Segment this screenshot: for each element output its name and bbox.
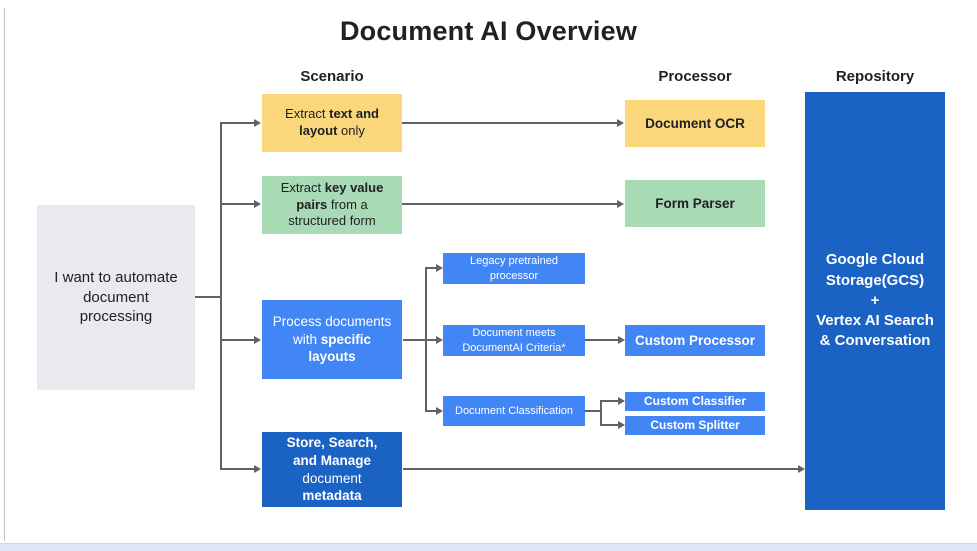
connector-to-custom-splitter — [600, 424, 618, 426]
label-regular: document — [302, 470, 362, 486]
column-header-processor: Processor — [658, 68, 732, 85]
node-label: Document Classification — [455, 404, 573, 417]
arrow-head-specific-layouts — [254, 336, 261, 344]
node-processor-custom-splitter: Custom Splitter — [625, 416, 765, 435]
label-bold: key value pairs — [296, 179, 384, 212]
node-scenario-specific-layouts: Process documents with specific layouts — [262, 300, 402, 379]
node-scenario-extract-key-value: Extract key value pairs from a structure… — [262, 176, 402, 234]
column-header-scenario: Scenario — [300, 68, 364, 85]
footer-strip — [0, 543, 977, 551]
node-label: Custom Processor — [634, 332, 756, 348]
label-regular: only — [337, 123, 365, 138]
page-title: Document AI Overview — [339, 16, 638, 46]
connector-layouts-feed — [403, 339, 426, 341]
node-processor-custom-processor: Custom Processor — [625, 325, 765, 356]
label-bold: Store, Search, and Manage — [286, 435, 378, 468]
node-label: Process documents with specific layouts — [270, 313, 394, 366]
node-label: Extract key value pairs from a structure… — [278, 180, 386, 231]
connector-to-store-search — [220, 468, 254, 470]
connector-to-specific-layouts — [220, 339, 254, 341]
repository-line-2: + — [870, 291, 880, 309]
node-processor-custom-classifier: Custom Classifier — [625, 392, 765, 411]
column-header-repository: Repository — [835, 68, 915, 85]
node-start: I want to automate document processing — [37, 205, 195, 390]
arrow-head-extract-text — [254, 119, 261, 127]
repository-line-3: Vertex AI Search & Conversation — [816, 312, 934, 350]
node-label: Store, Search, and Manage document metad… — [274, 434, 390, 504]
connector-to-extract-kv — [220, 203, 254, 205]
connector-to-criteria — [425, 339, 436, 341]
arrow-head-document-ocr — [617, 119, 624, 127]
arrow-head-criteria — [436, 336, 443, 344]
node-label: Custom Splitter — [650, 417, 740, 432]
connector-to-legacy — [425, 267, 436, 269]
connector-classification-feed — [585, 410, 601, 412]
label-regular: Extract — [285, 106, 330, 122]
node-repository-gcs-vertex: Google Cloud Storage(GCS) + Vertex AI Se… — [805, 92, 945, 510]
arrow-head-custom-processor — [618, 336, 625, 344]
connector-store-to-repository — [403, 468, 798, 470]
repository-line-1: Google Cloud Storage(GCS) — [825, 251, 925, 289]
node-branch-legacy-pretrained: Legacy pretrained processor — [443, 253, 585, 284]
connector-kv-to-form-parser — [402, 203, 617, 205]
connector-to-extract-text — [220, 122, 254, 124]
frame-left-border — [4, 8, 5, 541]
arrow-head-extract-kv — [254, 200, 261, 208]
node-label: Document meets DocumentAI Criteria* — [462, 327, 566, 354]
arrow-head-legacy — [436, 264, 443, 272]
node-label: Custom Classifier — [643, 393, 747, 408]
label-regular: Extract — [280, 179, 325, 195]
node-processor-document-ocr: Document OCR — [625, 100, 765, 147]
node-label: Extract text and layout only — [280, 106, 384, 140]
arrow-head-form-parser — [617, 200, 624, 208]
connector-start-feed — [195, 296, 221, 298]
connector-main-trunk — [220, 122, 222, 469]
node-label: Form Parser — [655, 195, 735, 211]
node-scenario-store-search-manage: Store, Search, and Manage document metad… — [262, 432, 402, 507]
label-regular: Process documents with — [272, 314, 392, 347]
node-label: Document OCR — [645, 115, 745, 131]
connector-to-custom-classifier — [600, 400, 618, 402]
connector-to-classification — [425, 410, 436, 412]
label-bold: metadata — [302, 488, 362, 504]
arrow-head-repository — [798, 465, 805, 473]
label-bold: text and layout — [299, 106, 379, 138]
connector-classification-trunk — [600, 400, 602, 426]
node-scenario-extract-text-layout: Extract text and layout only — [262, 94, 402, 152]
connector-extract-to-ocr — [402, 122, 617, 124]
node-label: Legacy pretrained processor — [469, 255, 559, 282]
arrow-head-store-search — [254, 465, 261, 473]
node-start-label: I want to automate document processing — [54, 269, 178, 326]
node-branch-document-classification: Document Classification — [443, 396, 585, 426]
arrow-head-custom-classifier — [618, 397, 625, 405]
label-regular: from a structured form — [288, 196, 376, 229]
arrow-head-custom-splitter — [618, 421, 625, 429]
connector-criteria-to-custom — [585, 339, 618, 341]
node-branch-documentai-criteria: Document meets DocumentAI Criteria* — [443, 325, 585, 356]
label-bold: specific layouts — [308, 331, 372, 365]
node-processor-form-parser: Form Parser — [625, 180, 765, 227]
arrow-head-classification — [436, 407, 443, 415]
